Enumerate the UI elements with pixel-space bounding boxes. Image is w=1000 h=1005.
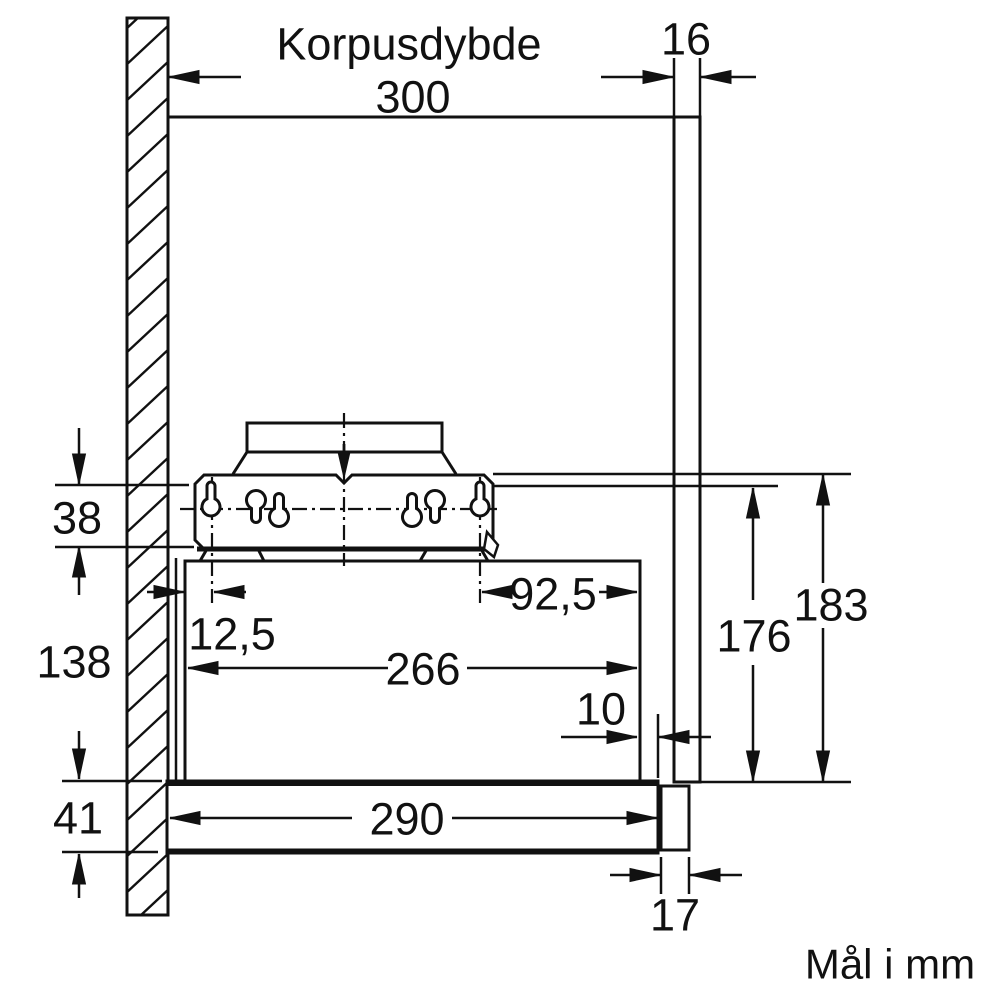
wall-section <box>125 16 170 917</box>
title-korpusdybde: Korpusdybde <box>276 19 541 70</box>
keyhole-slot-end-right <box>469 480 491 518</box>
keyhole-slot-mid-right-b <box>424 489 446 524</box>
dim-10-label: 10 <box>576 684 626 735</box>
center-arrow <box>337 444 351 480</box>
mounting-bracket <box>193 473 500 562</box>
labels: Korpusdybde 300 16 38 138 41 12,5 92,5 2… <box>36 14 975 988</box>
dim-290-label: 290 <box>369 794 444 845</box>
hood-body <box>174 558 642 783</box>
dim-16-label: 16 <box>661 14 711 65</box>
dim-17-label: 17 <box>650 890 700 941</box>
dim-266-label: 266 <box>385 644 460 695</box>
pullout-visor <box>165 779 691 855</box>
visor-handle <box>659 784 691 852</box>
dim-300-label: 300 <box>375 72 450 123</box>
dim-12-5-label: 12,5 <box>188 609 276 660</box>
dimension-arrows <box>71 69 831 898</box>
keyhole-slots <box>200 480 491 528</box>
dim-138-label: 138 <box>36 637 111 688</box>
keyhole-slot-mid-left-a <box>245 489 267 524</box>
units-note: Mål i mm <box>805 941 975 988</box>
keyhole-slot-end-left <box>200 480 222 518</box>
dim-38-label: 38 <box>52 493 102 544</box>
body-outline <box>183 559 642 783</box>
bracket-tab <box>482 529 500 560</box>
wall-hatching <box>127 18 168 915</box>
dim-176-label: 176 <box>716 611 791 662</box>
dim-183-label: 183 <box>793 580 868 631</box>
duct-flare-right <box>440 451 458 475</box>
clamp-left <box>198 547 266 562</box>
cabinet-side-panel <box>672 115 702 784</box>
dim-41-label: 41 <box>53 793 103 844</box>
clamp-right <box>418 547 490 562</box>
dim-92-5-label: 92,5 <box>509 569 597 620</box>
keyhole-slot-mid-left-b <box>268 492 290 528</box>
duct-flare-left <box>231 451 249 475</box>
keyhole-slot-mid-right-a <box>401 492 423 528</box>
